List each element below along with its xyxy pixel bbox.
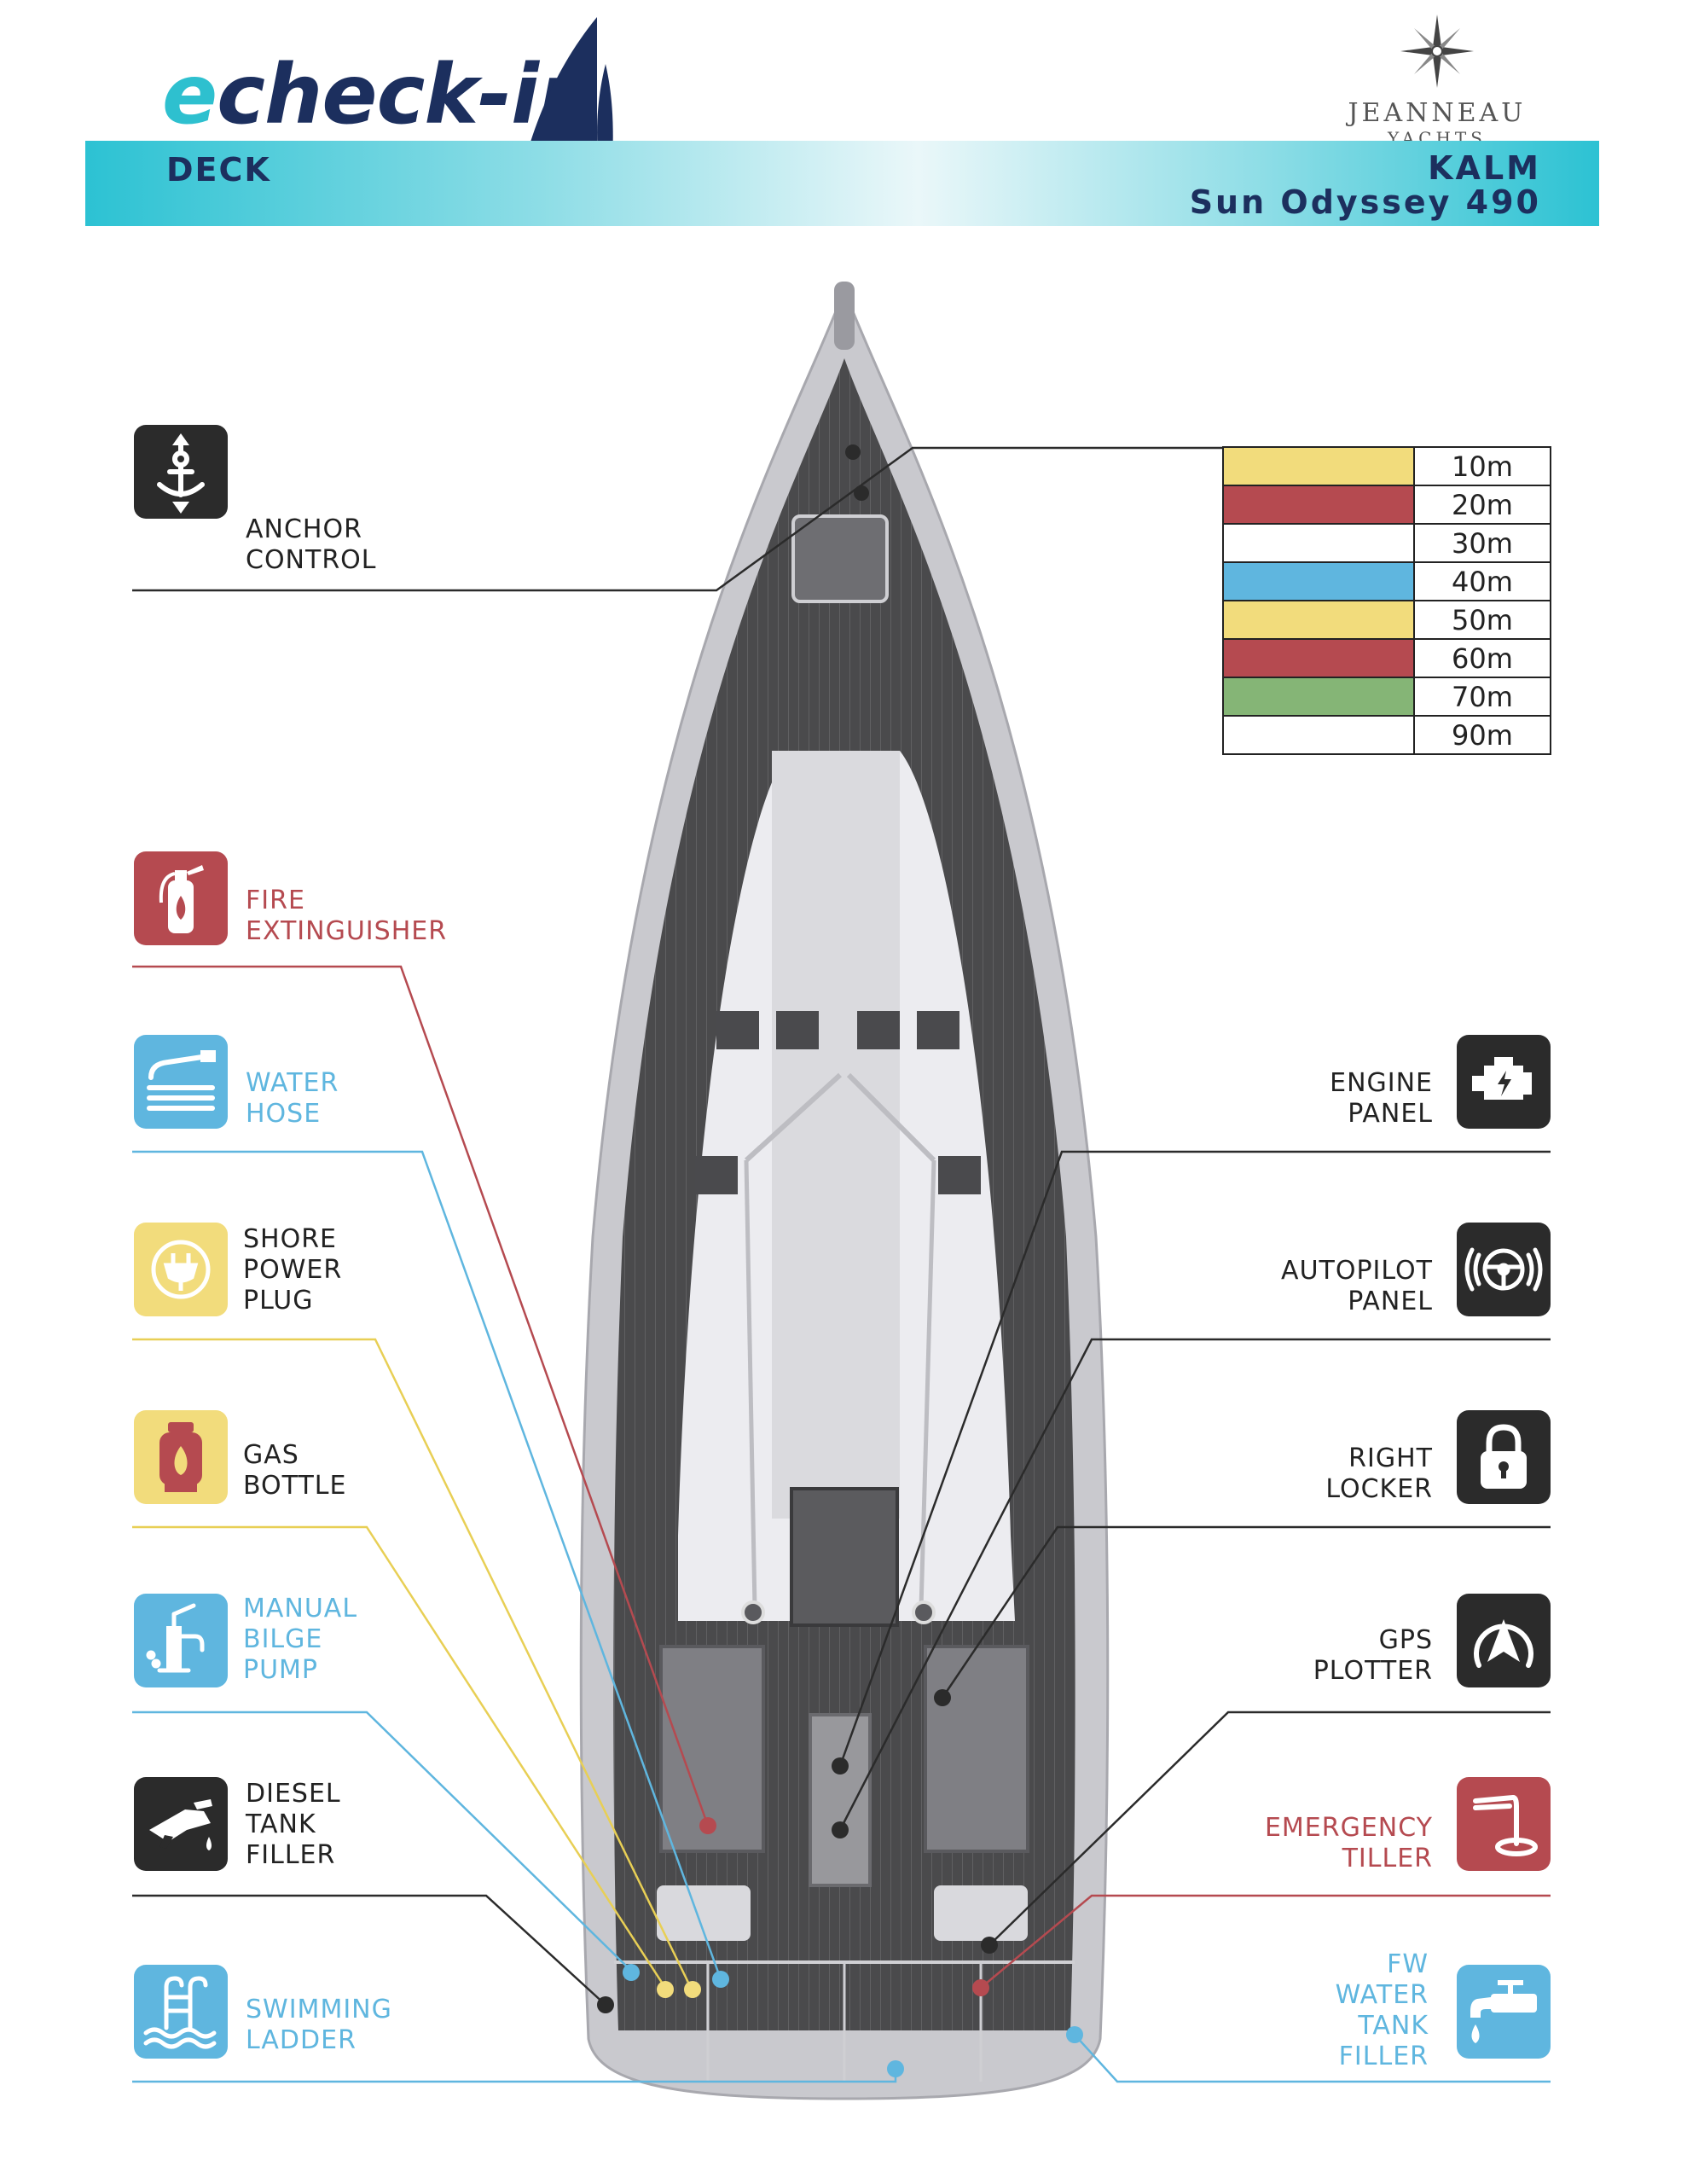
boat-name: KALM (1428, 149, 1541, 187)
label-diesel-tank-filler: DIESEL TANK FILLER (246, 1779, 341, 1870)
icon-box-fw (1457, 1965, 1551, 2059)
icon-box-hose (134, 1035, 228, 1129)
chain-mark-color-swatch (1222, 561, 1415, 601)
leader-locker (941, 1525, 1551, 1699)
chain-mark-color-swatch (1222, 523, 1415, 563)
chain-mark-row: 70m (1222, 677, 1551, 717)
power-plug-icon (151, 1240, 211, 1299)
chain-mark-length: 60m (1413, 638, 1551, 678)
leader-autopilot (838, 1338, 1551, 1831)
leader-fire (132, 965, 710, 1827)
section-title: DECK (166, 151, 271, 189)
fire-extinguisher-icon (159, 865, 204, 933)
icon-box-locker (1457, 1410, 1551, 1504)
water-tap-icon (1470, 1980, 1537, 2043)
chain-mark-color-swatch (1222, 677, 1415, 717)
water-hose-icon (147, 1050, 216, 1111)
chain-mark-row: 40m (1222, 561, 1551, 601)
chain-mark-color-swatch (1222, 600, 1415, 640)
chain-mark-length: 40m (1413, 561, 1551, 601)
compass-rose-icon (1400, 15, 1474, 88)
logo-e: e (162, 47, 217, 142)
jeanneau-brand: JEANNEAU YACHTS (1313, 13, 1561, 148)
chain-mark-row: 20m (1222, 485, 1551, 525)
leader-anchor (132, 446, 1222, 592)
chain-mark-length: 20m (1413, 485, 1551, 525)
leader-shore (132, 1338, 693, 1989)
location-dots (597, 444, 1083, 2077)
fuel-nozzle-icon (149, 1799, 212, 1850)
chain-mark-length: 10m (1413, 446, 1551, 486)
echeck-in-logo: echeck-in (162, 47, 596, 142)
gas-bottle-icon (159, 1422, 202, 1492)
label-engine-panel: ENGINE PANEL (1330, 1068, 1433, 1129)
anchor-icon (157, 433, 205, 514)
gps-icon (1474, 1619, 1533, 1668)
icon-box-ladder (134, 1965, 228, 2059)
chain-mark-color-swatch (1222, 485, 1415, 525)
icon-box-engine (1457, 1035, 1551, 1129)
label-emergency-tiller: EMERGENCY TILLER (1264, 1813, 1433, 1873)
icon-box-autopilot (1457, 1223, 1551, 1316)
leader-bilge (132, 1711, 632, 1972)
label-fire-extinguisher: FIRE EXTINGUISHER (246, 886, 448, 946)
boat-model: Sun Odyssey 490 (1189, 183, 1541, 221)
chain-mark-length: 50m (1413, 600, 1551, 640)
icon-box-gps (1457, 1594, 1551, 1687)
padlock-icon (1481, 1424, 1527, 1489)
leader-fw (1074, 2034, 1551, 2083)
label-gps-plotter: GPS PLOTTER (1313, 1625, 1433, 1686)
leader-tiller (980, 1894, 1551, 1989)
leader-gps (988, 1711, 1551, 1946)
chain-mark-color-swatch (1222, 638, 1415, 678)
brand-name: JEANNEAU (1348, 98, 1527, 128)
chain-mark-length: 90m (1413, 715, 1551, 755)
label-shore-power-plug: SHORE POWER PLUG (243, 1224, 343, 1316)
logo-text: check-in (217, 47, 596, 142)
label-swimming-ladder: SWIMMING LADDER (246, 1995, 392, 2055)
chain-mark-length: 30m (1413, 523, 1551, 563)
chain-mark-row: 10m (1222, 446, 1551, 486)
label-manual-bilge-pump: MANUAL BILGE PUMP (243, 1594, 358, 1685)
steering-wheel-icon (1464, 1247, 1543, 1292)
leader-lines (132, 446, 1551, 2083)
leader-hose (132, 1150, 722, 1980)
icon-box-diesel (134, 1777, 228, 1871)
chain-mark-color-swatch (1222, 446, 1415, 486)
tiller-icon (1473, 1795, 1538, 1856)
icon-box-anchor (134, 425, 228, 519)
icon-box-fire (134, 851, 228, 945)
icon-box-shore (134, 1223, 228, 1316)
label-gas-bottle: GAS BOTTLE (243, 1440, 347, 1501)
leader-diesel (132, 1894, 606, 2006)
icon-box-bilge (134, 1594, 228, 1687)
chain-mark-row: 60m (1222, 638, 1551, 678)
label-autopilot-panel: AUTOPILOT PANEL (1281, 1256, 1433, 1316)
chain-mark-row: 50m (1222, 600, 1551, 640)
label-fw-water-tank-filler: FW WATER TANK FILLER (1335, 1949, 1429, 2071)
chain-mark-color-swatch (1222, 715, 1415, 755)
icon-box-tiller (1457, 1777, 1551, 1871)
chain-mark-row: 90m (1222, 715, 1551, 755)
label-water-hose: WATER HOSE (246, 1068, 339, 1129)
icon-box-gas (134, 1410, 228, 1504)
label-right-locker: RIGHT LOCKER (1325, 1443, 1433, 1504)
engine-icon (1472, 1057, 1532, 1100)
chain-mark-row: 30m (1222, 523, 1551, 563)
label-anchor-control: ANCHOR CONTROL (246, 514, 377, 575)
leader-engine (838, 1150, 1551, 1767)
swimming-ladder-icon (143, 1976, 217, 2049)
header-band: DECK KALM Sun Odyssey 490 (85, 141, 1599, 226)
leader-gas (132, 1525, 667, 1989)
hand-pump-icon (146, 1603, 205, 1673)
chain-mark-length: 70m (1413, 677, 1551, 717)
